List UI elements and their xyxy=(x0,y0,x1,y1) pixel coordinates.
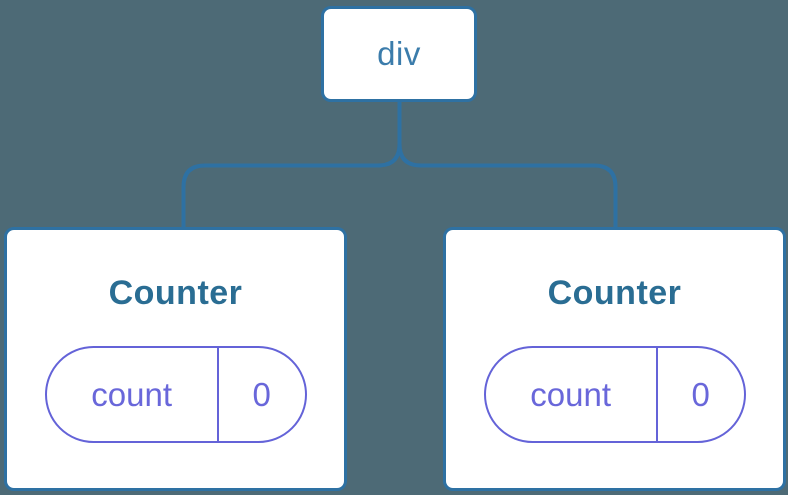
connector-root-to-right-counter xyxy=(397,101,618,229)
state-value-label: 0 xyxy=(691,375,710,413)
tree-node-counter-right: Counter count 0 xyxy=(443,227,786,491)
state-key-cell: count xyxy=(486,348,658,441)
root-node-label: div xyxy=(377,35,421,72)
state-value-label: 0 xyxy=(252,375,271,413)
state-key-cell: count xyxy=(47,348,219,441)
component-name-label: Counter xyxy=(108,274,243,312)
connector-root-to-left-counter xyxy=(181,101,402,229)
tree-node-counter-left: Counter count 0 xyxy=(4,227,347,491)
state-value-cell: 0 xyxy=(658,348,744,441)
tree-node-root: div xyxy=(321,6,477,102)
state-value-cell: 0 xyxy=(219,348,305,441)
state-pill: count 0 xyxy=(483,346,746,443)
state-key-label: count xyxy=(91,375,172,413)
component-name-label: Counter xyxy=(547,274,682,312)
state-pill: count 0 xyxy=(44,346,307,443)
state-key-label: count xyxy=(530,375,611,413)
